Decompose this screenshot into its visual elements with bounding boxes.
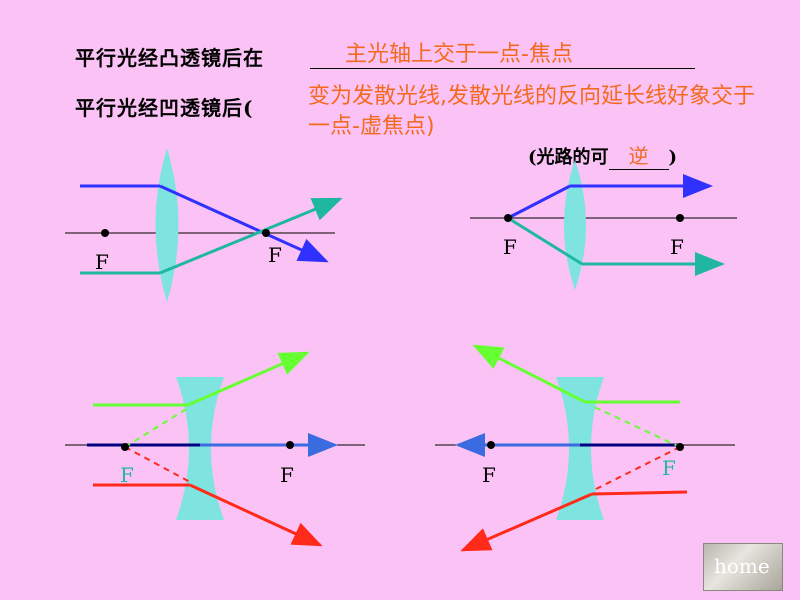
refracted-ray-blue (159, 184, 329, 263)
focus-label: F (280, 463, 294, 487)
incident-ray-blue (507, 184, 571, 220)
question-concave: 平行光经凹透镜后( (75, 96, 254, 120)
focus-point-right (286, 441, 294, 449)
focus-point-right (676, 214, 684, 222)
convex-lens (564, 160, 586, 290)
focus-label: F (670, 235, 684, 259)
virtual-focus-label: F (120, 463, 134, 487)
reversibility-prefix: (光路的可 (528, 147, 609, 168)
concave-lens-diagram-2: F F (435, 344, 735, 552)
extension-line-green (589, 404, 681, 448)
focus-label: F (503, 235, 517, 259)
refracted-ray-red (189, 483, 323, 547)
refracted-ray-red (460, 492, 593, 552)
home-button[interactable]: home (703, 543, 783, 591)
answer-concave: 变为发散光线,发散光线的反向延长线好象交于一点-虚焦点) (308, 84, 755, 139)
focus-point-right (262, 229, 270, 237)
answer-line-convex (310, 68, 695, 69)
virtual-focus-label: F (662, 456, 676, 480)
refracted-ray-green (472, 344, 586, 404)
refracted-ray-teal (159, 197, 343, 275)
reversibility-answer: 逆 (628, 144, 649, 168)
concave-lens (556, 377, 604, 520)
convex-lens (155, 148, 179, 302)
focus-point-left (504, 214, 512, 222)
convex-lens-diagram-2: F F (470, 160, 737, 290)
focus-point-right (676, 443, 684, 451)
reversibility-blank: 逆 (608, 140, 669, 170)
focus-point-left (101, 229, 109, 237)
extension-line-green (124, 407, 189, 448)
concave-lens-diagram-1: F F (65, 351, 365, 547)
home-button-label: home (714, 554, 770, 578)
focus-point-left (487, 441, 495, 449)
reversibility-suffix: ) (668, 147, 678, 168)
focus-label: F (95, 250, 109, 274)
convex-lens-diagram-1: F F (65, 148, 343, 302)
question-convex: 平行光经凸透镜后在 (75, 46, 264, 70)
focus-label: F (482, 463, 496, 487)
refracted-ray-green (187, 351, 310, 407)
reversibility-note: (光路的可逆) (528, 140, 677, 170)
focus-label: F (268, 243, 282, 267)
answer-convex: 主光轴上交于一点-焦点 (345, 42, 573, 67)
focus-point-left (121, 443, 129, 451)
extension-line-red (124, 446, 191, 483)
incident-ray-red (591, 490, 688, 496)
incident-ray-teal (507, 216, 583, 266)
extension-line-red (593, 446, 681, 491)
